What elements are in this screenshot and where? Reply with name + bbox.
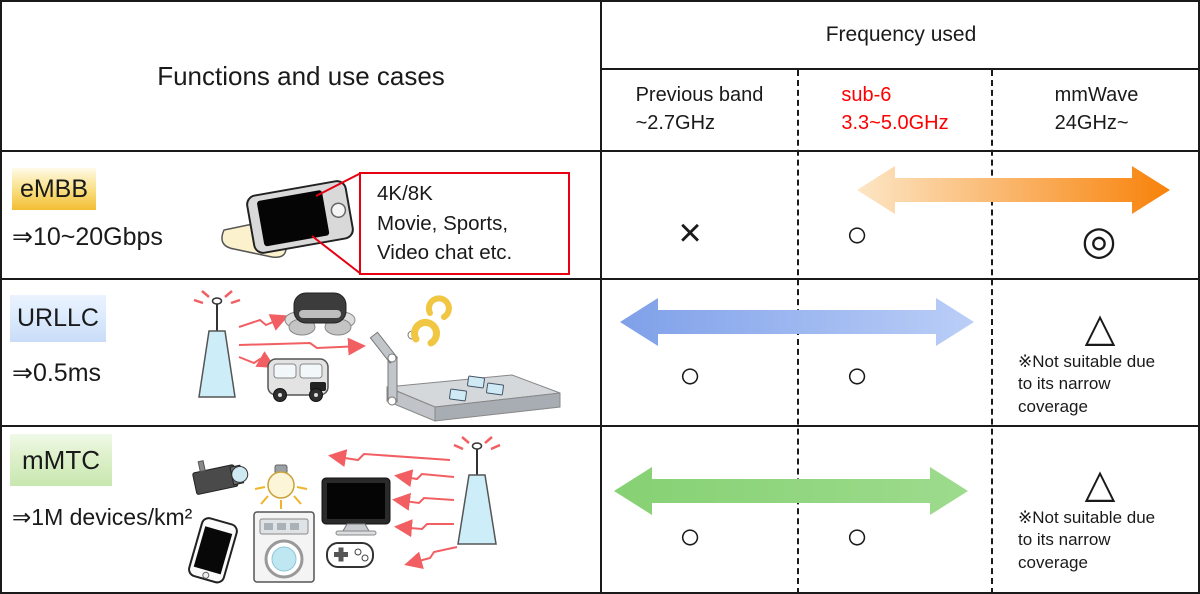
urllc-frequency-arrow xyxy=(620,298,974,346)
base-station-icon xyxy=(453,436,501,545)
urllc-label-badge: URLLC xyxy=(10,295,106,342)
row-divider-1 xyxy=(2,278,1198,280)
embb-callout-box: 4K/8K Movie, Sports, Video chat etc. xyxy=(359,172,570,275)
rating-previous-band: ○ xyxy=(678,354,702,396)
smart-bulb-icon xyxy=(254,464,308,509)
band-name: sub-6 xyxy=(841,84,892,107)
main-column-divider xyxy=(600,2,602,592)
frequency-header-divider xyxy=(602,68,1198,70)
security-camera-icon xyxy=(192,460,249,495)
rating-previous-band: × xyxy=(678,211,702,255)
embb-frequency-arrow xyxy=(857,166,1170,214)
smartphone-icon xyxy=(188,517,238,584)
column-header-previous-band: Previous band ~2.7GHz xyxy=(602,70,797,150)
signal-burst xyxy=(193,290,241,305)
washing-machine-icon xyxy=(253,511,315,583)
factory-arm-icon xyxy=(369,295,561,422)
column-header-mmwave: mmWave 24GHz~ xyxy=(993,70,1198,150)
band-name: mmWave xyxy=(1054,84,1139,107)
mmtc-frequency-arrow xyxy=(614,467,968,515)
rating-mmwave: △ xyxy=(1084,306,1116,350)
mmtc-illustration xyxy=(188,436,501,584)
game-controller-icon xyxy=(326,542,374,568)
note-line: coverage xyxy=(1018,396,1088,416)
functions-header: Functions and use cases xyxy=(157,60,445,91)
band-range: 24GHz~ xyxy=(1054,112,1129,134)
mmtc-label-badge: mMTC xyxy=(10,434,112,486)
band-range: ~2.7GHz xyxy=(635,112,716,134)
row-divider-2 xyxy=(2,425,1198,427)
rating-sub6: ○ xyxy=(845,213,869,255)
rating-mmwave: △ xyxy=(1084,462,1116,506)
signal-burst xyxy=(453,436,501,451)
note-line: ※Not suitable due xyxy=(1018,508,1156,527)
tv-icon xyxy=(321,477,391,536)
embb-label-badge: eMBB xyxy=(12,168,96,210)
embb-illustration xyxy=(221,172,361,275)
base-station-icon xyxy=(193,290,241,398)
robot-vacuum-icon xyxy=(284,292,356,336)
rating-previous-band: ○ xyxy=(678,515,702,557)
band-name: Previous band xyxy=(635,84,764,107)
callout-line: 4K/8K xyxy=(377,182,433,205)
note-line: coverage xyxy=(1018,552,1088,572)
mmtc-mmwave-note: ※Not suitable due to its narrow coverage xyxy=(1018,507,1155,574)
note-line: to its narrow xyxy=(1018,530,1111,550)
urllc-spec: ⇒0.5ms xyxy=(12,359,102,387)
embb-spec: ⇒10~20Gbps xyxy=(12,223,163,251)
band-range: 3.3~5.0GHz xyxy=(841,112,949,134)
callout-line: Movie, Sports, xyxy=(377,211,509,235)
smartphone-icon xyxy=(246,180,354,254)
dashed-column-divider-2 xyxy=(991,70,993,592)
mmtc-spec: ⇒1M devices/km² xyxy=(12,504,193,530)
column-header-sub6: sub-6 3.3~5.0GHz xyxy=(799,70,991,150)
note-line: ※Not suitable due xyxy=(1018,352,1156,371)
urllc-mmwave-note: ※Not suitable due to its narrow coverage xyxy=(1018,351,1155,418)
autonomous-car-icon xyxy=(267,358,329,402)
rating-sub6: ○ xyxy=(845,354,869,396)
header-row-divider xyxy=(2,150,1198,152)
rating-mmwave: ◎ xyxy=(1081,219,1117,263)
callout-line: Video chat etc. xyxy=(377,241,513,265)
note-line: to its narrow xyxy=(1018,374,1111,394)
signal-arrows xyxy=(238,314,366,369)
rating-sub6: ○ xyxy=(845,515,869,557)
urllc-illustration xyxy=(193,290,561,422)
frequency-header: Frequency used xyxy=(825,23,977,46)
signal-arrows xyxy=(328,449,458,569)
callout-connector-lines xyxy=(311,172,361,275)
